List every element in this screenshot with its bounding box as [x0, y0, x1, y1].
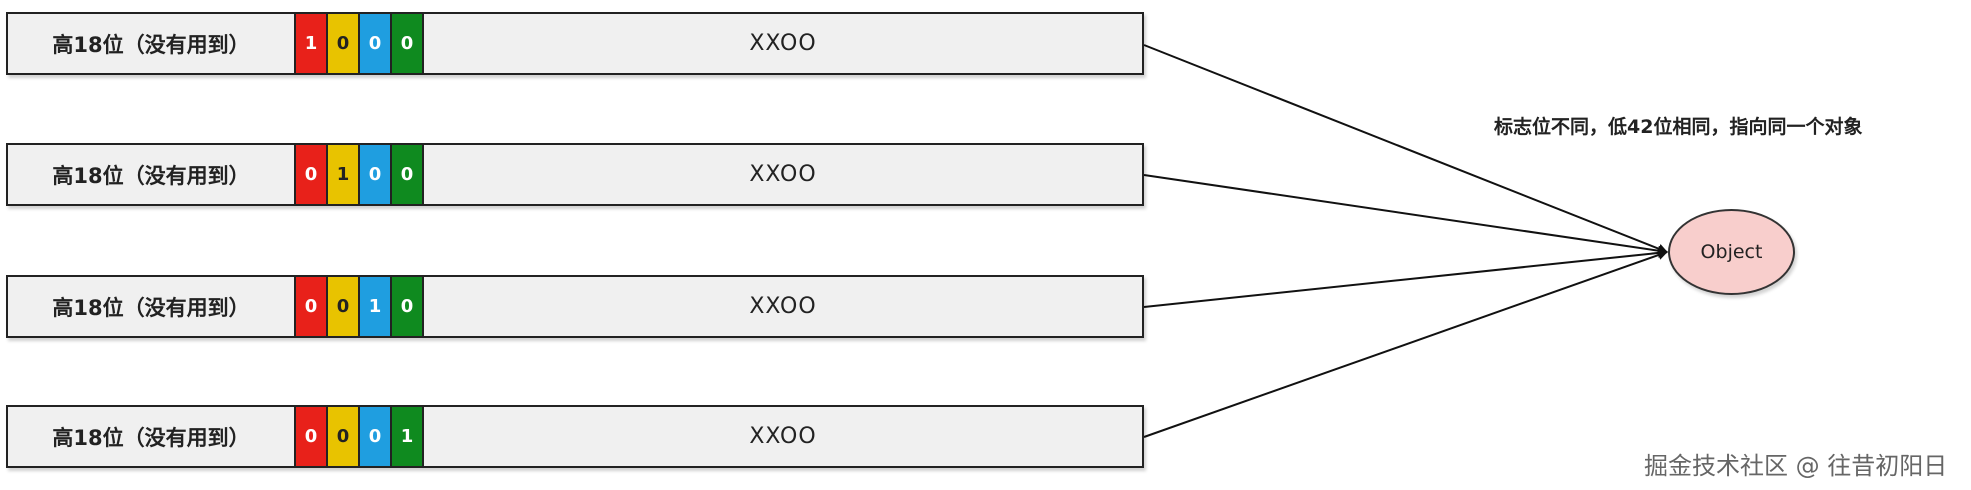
flag-bit-4: 0: [392, 145, 424, 204]
annotation-note: 标志位不同，低42位相同，指向同一个对象: [1494, 116, 1863, 138]
flag-bit-2: 1: [328, 145, 360, 204]
high-bits-label: 高18位（没有用到）: [8, 277, 296, 336]
flag-bit-1: 0: [296, 145, 328, 204]
low-bits-label: XXOO: [749, 162, 817, 187]
high-bits-label: 高18位（没有用到）: [8, 14, 296, 73]
flag-bit-3: 0: [360, 407, 392, 466]
flag-bit-4: 0: [392, 14, 424, 73]
flag-bit-1: 0: [296, 407, 328, 466]
pointer-row: 高18位（没有用到） 0 0 0 1 XXOO: [6, 405, 1144, 468]
flag-bit-2: 0: [328, 14, 360, 73]
pointer-row: 高18位（没有用到） 1 0 0 0 XXOO: [6, 12, 1144, 75]
arrow-row-3: [1143, 247, 1668, 308]
flag-bit-1: 1: [296, 14, 328, 73]
watermark: 掘金技术社区 @ 往昔初阳日: [1644, 452, 1948, 480]
low-bits-label: XXOO: [749, 31, 817, 56]
high-bits-label: 高18位（没有用到）: [8, 407, 296, 466]
low-bits-label: XXOO: [749, 294, 817, 319]
arrow-row-2: [1143, 174, 1668, 256]
flag-bit-4: 0: [392, 277, 424, 336]
low-bits-label: XXOO: [749, 424, 817, 449]
flag-bit-1: 0: [296, 277, 328, 336]
flag-bit-2: 0: [328, 277, 360, 336]
arrow-row-1: [1143, 44, 1668, 254]
flag-bit-2: 0: [328, 407, 360, 466]
object-node: Object: [1668, 209, 1795, 295]
pointer-row: 高18位（没有用到） 0 0 1 0 XXOO: [6, 275, 1144, 338]
flag-bit-3: 0: [360, 14, 392, 73]
flag-bit-3: 0: [360, 145, 392, 204]
flag-bit-3: 1: [360, 277, 392, 336]
pointer-row: 高18位（没有用到） 0 1 0 0 XXOO: [6, 143, 1144, 206]
flag-bit-4: 1: [392, 407, 424, 466]
arrow-row-4: [1143, 250, 1668, 438]
high-bits-label: 高18位（没有用到）: [8, 145, 296, 204]
